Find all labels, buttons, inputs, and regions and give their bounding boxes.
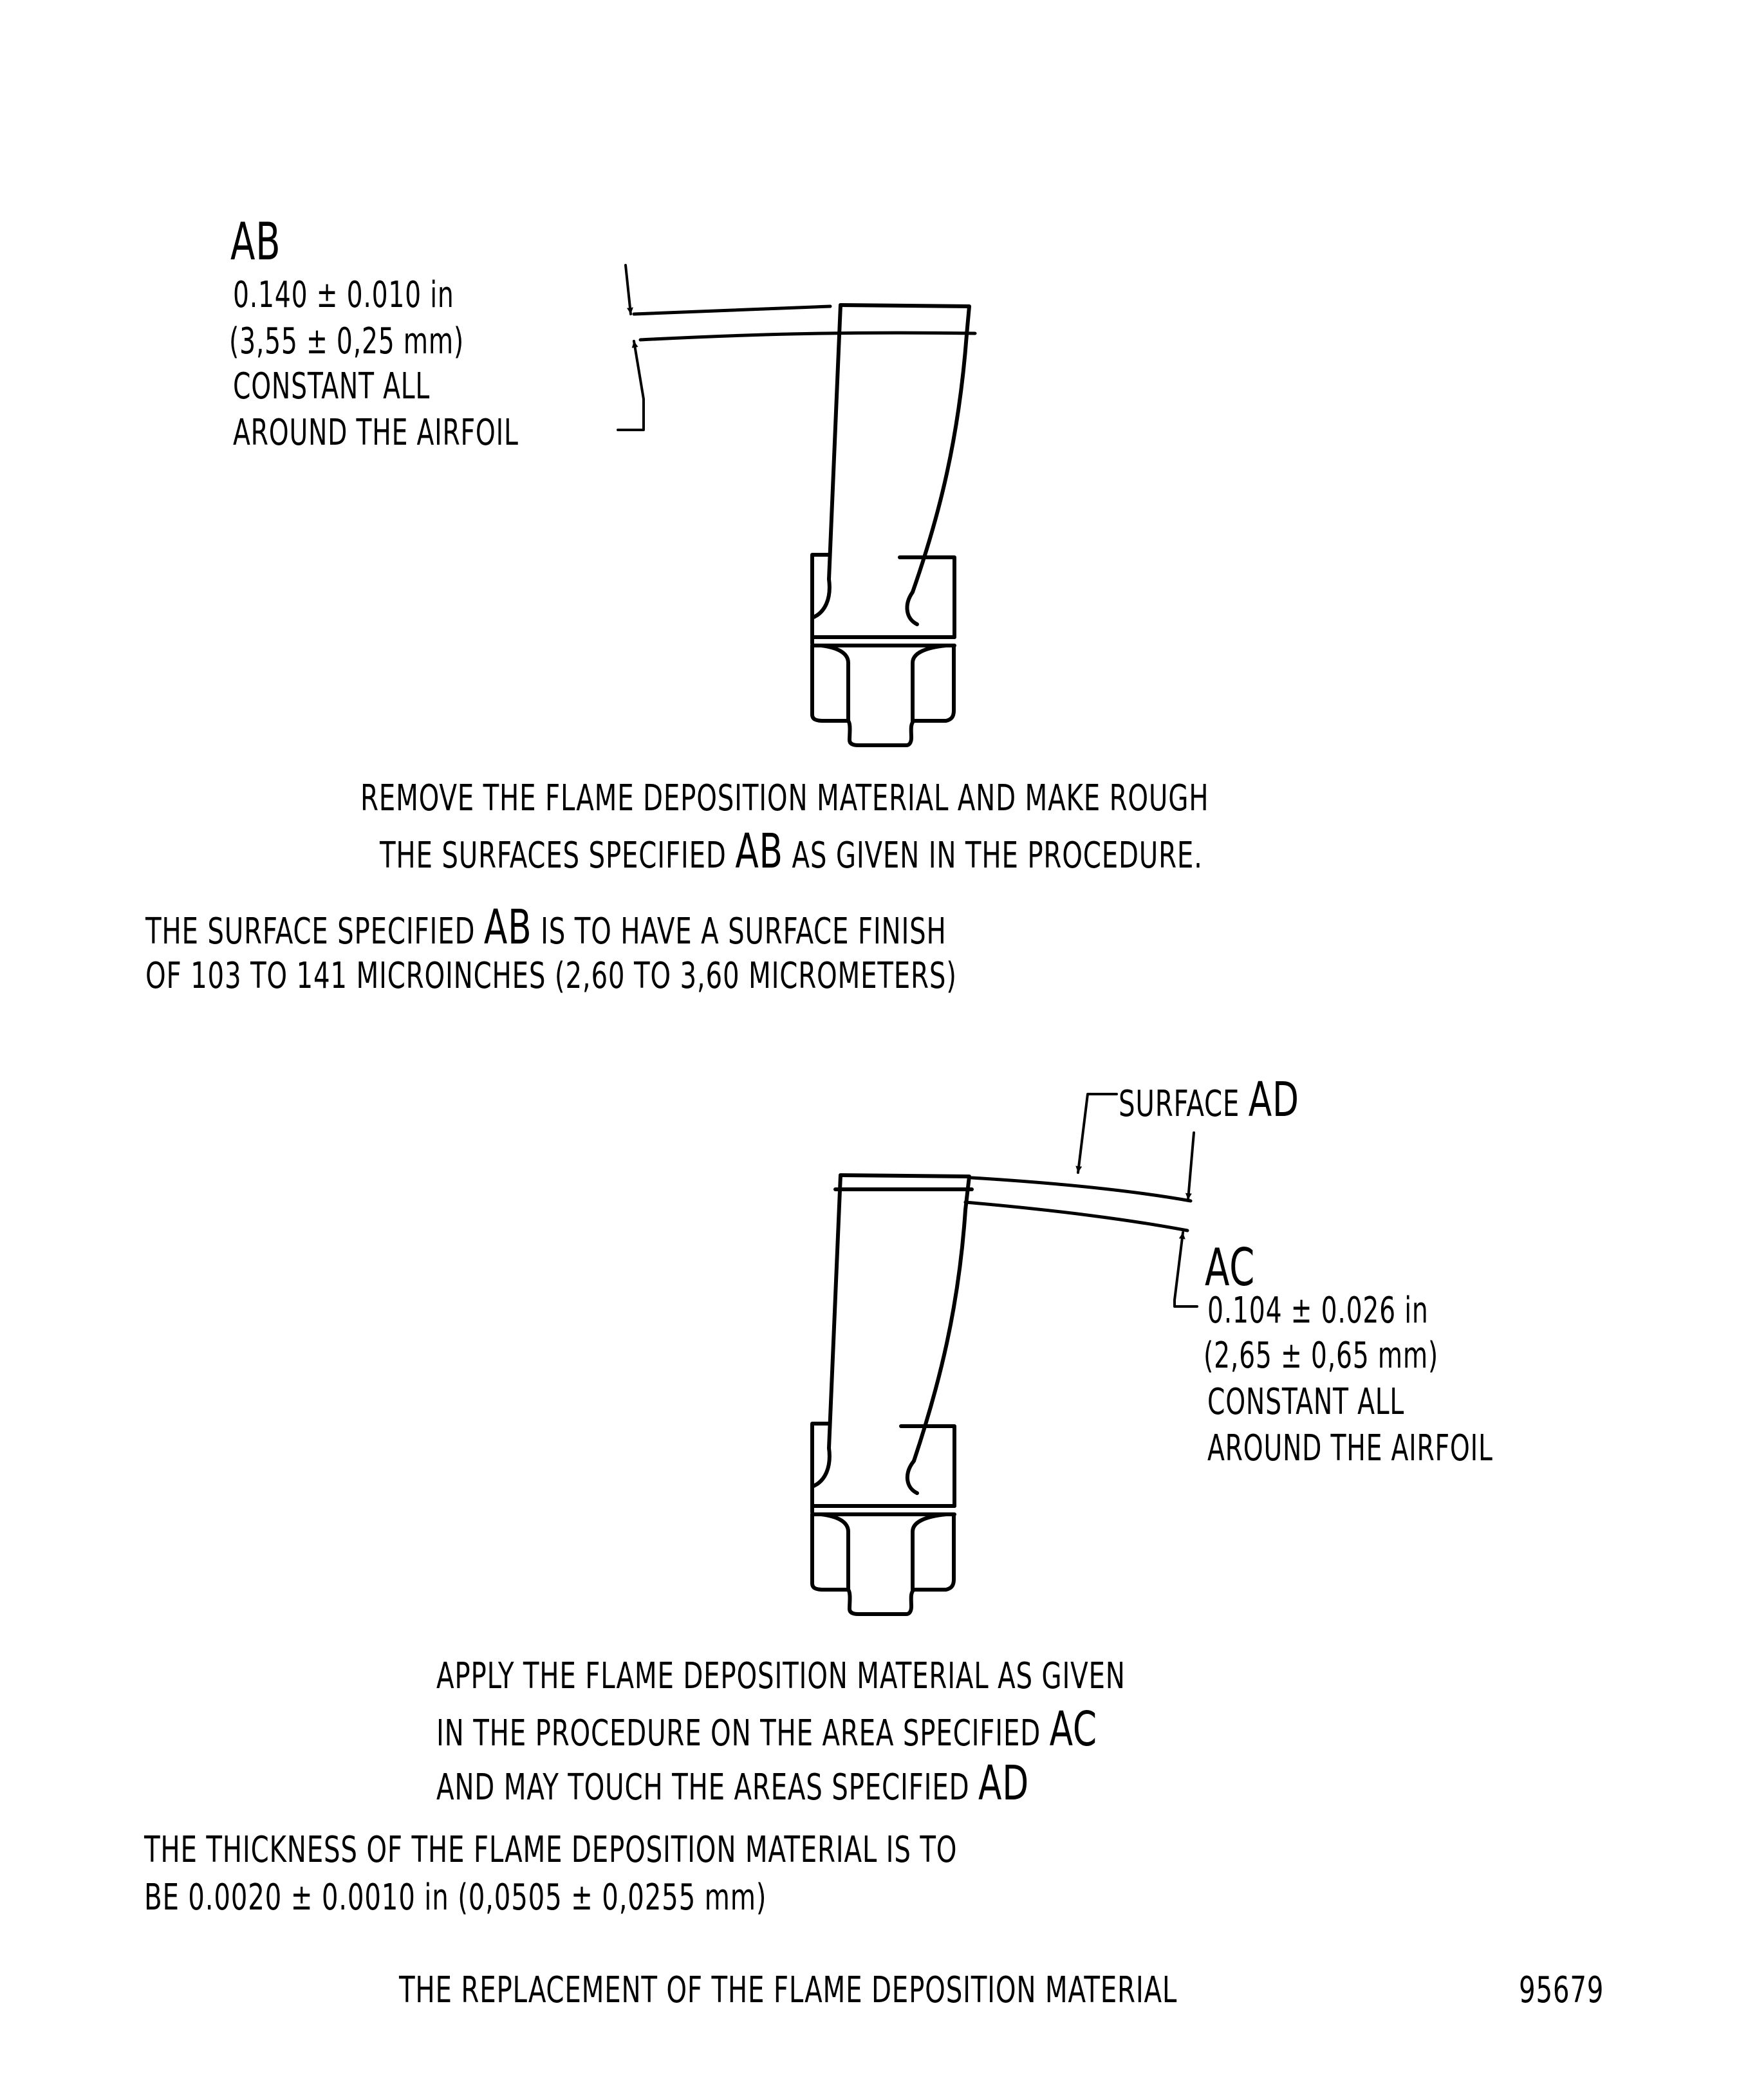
surface-ad-label: SURFACE AD <box>1119 1072 1299 1128</box>
callout-ab-mm: (3,55 ± 0,25 mm) <box>229 321 465 362</box>
blade-1 <box>810 303 971 747</box>
callout-ab-around: AROUND THE AIRFOIL <box>233 412 519 454</box>
ref-ac: AC <box>1049 1702 1097 1757</box>
ac-band-lines <box>963 1176 1193 1232</box>
note-finish-line2: OF 103 TO 141 MICROINCHES (2,60 TO 3,60 … <box>145 955 957 997</box>
caption-apply-line1: APPLY THE FLAME DEPOSITION MATERIAL AS G… <box>436 1655 1126 1697</box>
callout-ab-label: AB <box>230 212 281 272</box>
caption-remove-line1: REMOVE THE FLAME DEPOSITION MATERIAL AND… <box>360 777 1209 819</box>
note-thickness-line1: THE THICKNESS OF THE FLAME DEPOSITION MA… <box>144 1829 958 1871</box>
callout-ac-label: AC <box>1205 1238 1256 1297</box>
note-finish-line1: THE SURFACE SPECIFIED AB IS TO HAVE A SU… <box>145 900 947 955</box>
blade-2 <box>810 1173 974 1616</box>
callout-ab-constant: CONSTANT ALL <box>233 366 431 407</box>
callout-ab-inches: 0.140 ± 0.010 in <box>233 274 454 316</box>
caption-apply-line2: IN THE PROCEDURE ON THE AREA SPECIFIED A… <box>436 1702 1097 1757</box>
ad-ac-dimension-arrows <box>1075 1093 1198 1308</box>
callout-ac-mm: (2,65 ± 0,65 mm) <box>1204 1335 1439 1377</box>
ref-ab: AB <box>483 900 532 955</box>
ab-dimension-arrows <box>617 264 645 431</box>
caption-remove-line2: THE SURFACES SPECIFIED AB AS GIVEN IN TH… <box>380 824 1203 879</box>
ref-ab: AB <box>735 824 783 879</box>
ref-ad: AD <box>978 1756 1030 1811</box>
callout-ac-constant: CONSTANT ALL <box>1207 1381 1405 1423</box>
figure-number: 95679 <box>1519 1969 1604 2011</box>
drawing-title: THE REPLACEMENT OF THE FLAME DEPOSITION … <box>399 1969 1178 2011</box>
callout-ac-inches: 0.104 ± 0.026 in <box>1207 1290 1429 1332</box>
caption-apply-line3: AND MAY TOUCH THE AREAS SPECIFIED AD <box>436 1756 1030 1811</box>
note-thickness-line2: BE 0.0020 ± 0.0010 in (0,0505 ± 0,0255 m… <box>144 1877 767 1919</box>
ab-band-lines <box>632 304 977 342</box>
callout-ac-around: AROUND THE AIRFOIL <box>1207 1427 1493 1469</box>
ref-ad: AD <box>1248 1072 1299 1128</box>
